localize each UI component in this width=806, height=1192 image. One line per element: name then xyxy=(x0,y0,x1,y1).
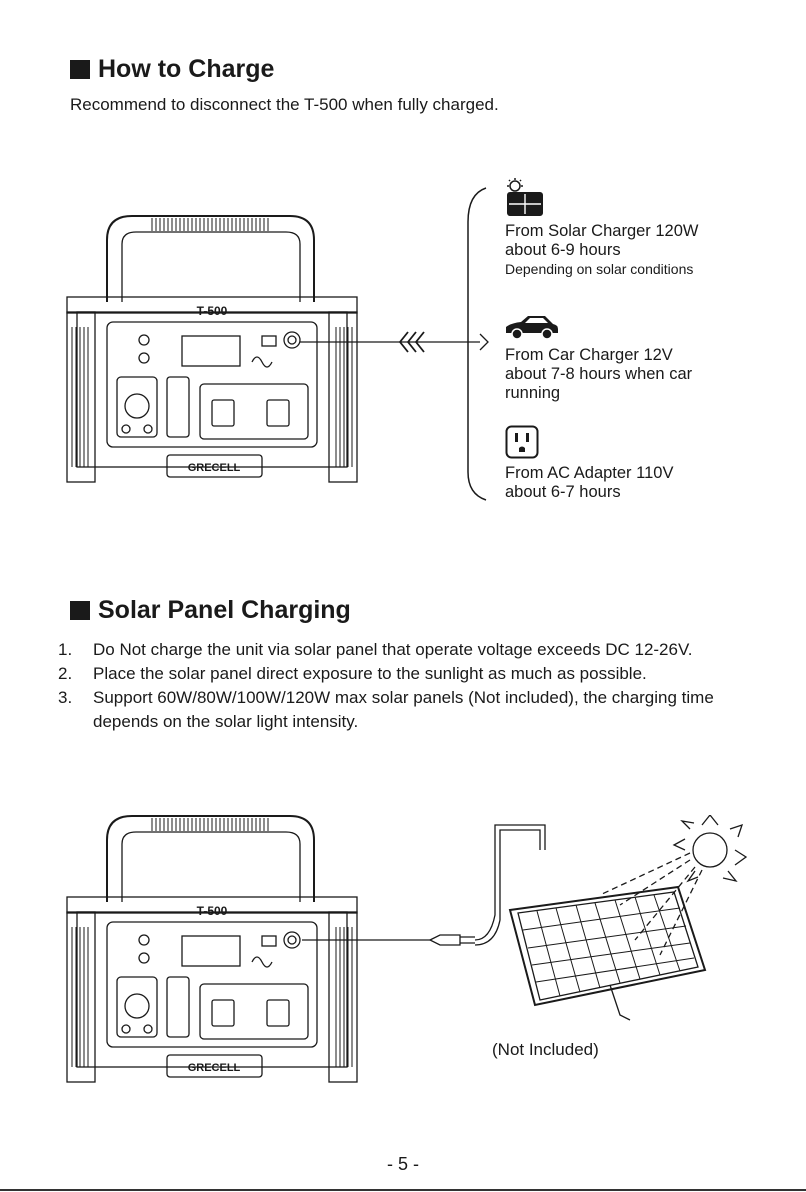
section-heading-how-to-charge: How to Charge xyxy=(70,55,274,84)
source-note: Depending on solar conditions xyxy=(505,261,694,277)
source-line1: From Solar Charger 120W xyxy=(505,222,699,240)
heading-text: How to Charge xyxy=(98,55,275,83)
step-number: 3. xyxy=(58,688,73,707)
intro-text: Recommend to disconnect the T-500 when f… xyxy=(70,95,499,114)
power-station-illustration-2: T-500 GRECELL xyxy=(66,815,358,1083)
source-line3: running xyxy=(505,384,561,402)
solar-panel-illustration xyxy=(302,815,748,1021)
step-number: 1. xyxy=(58,640,73,659)
step-text: Support 60W/80W/100W/120W max solar pane… xyxy=(93,688,714,731)
step-number: 2. xyxy=(58,664,73,683)
source-line1: From AC Adapter 110V xyxy=(505,464,674,482)
device-brand-label: GRECELL xyxy=(188,1062,241,1074)
source-line2: about 7-8 hours when car xyxy=(505,365,693,383)
section-heading-solar-panel-charging: Solar Panel Charging xyxy=(70,596,351,625)
list-item: 1. Do Not charge the unit via solar pane… xyxy=(58,638,778,662)
source-car: From Car Charger 12V about 7-8 hours whe… xyxy=(505,346,692,403)
source-solar: From Solar Charger 120W about 6-9 hours … xyxy=(505,222,698,279)
power-station-illustration: T-500 GRECELL xyxy=(66,215,358,483)
source-line2: about 6-7 hours xyxy=(505,483,621,501)
device-model-label: T-500 xyxy=(197,904,228,918)
panel-caption: (Not Included) xyxy=(492,1040,599,1059)
list-item: 3. Support 60W/80W/100W/120W max solar p… xyxy=(58,686,778,734)
source-line1: From Car Charger 12V xyxy=(505,346,673,364)
list-item: 2. Place the solar panel direct exposure… xyxy=(58,662,778,686)
step-text: Place the solar panel direct exposure to… xyxy=(93,664,647,683)
source-ac: From AC Adapter 110V about 6-7 hours xyxy=(505,464,673,502)
solar-steps-list: 1. Do Not charge the unit via solar pane… xyxy=(58,638,778,734)
page-number: - 5 - xyxy=(386,1154,419,1174)
heading-square-bullet xyxy=(70,60,90,79)
heading-text: Solar Panel Charging xyxy=(98,596,351,624)
bottom-rule xyxy=(0,1189,806,1191)
source-line2: about 6-9 hours xyxy=(505,241,621,259)
charging-sources-connector xyxy=(300,187,489,501)
car-icon xyxy=(506,316,558,340)
heading-square-bullet xyxy=(70,601,90,620)
step-text: Do Not charge the unit via solar panel t… xyxy=(93,640,693,659)
ac-outlet-icon xyxy=(505,425,539,459)
solar-panel-icon xyxy=(507,178,543,216)
device-brand-label: GRECELL xyxy=(188,462,241,474)
device-model-label: T-500 xyxy=(197,304,228,318)
